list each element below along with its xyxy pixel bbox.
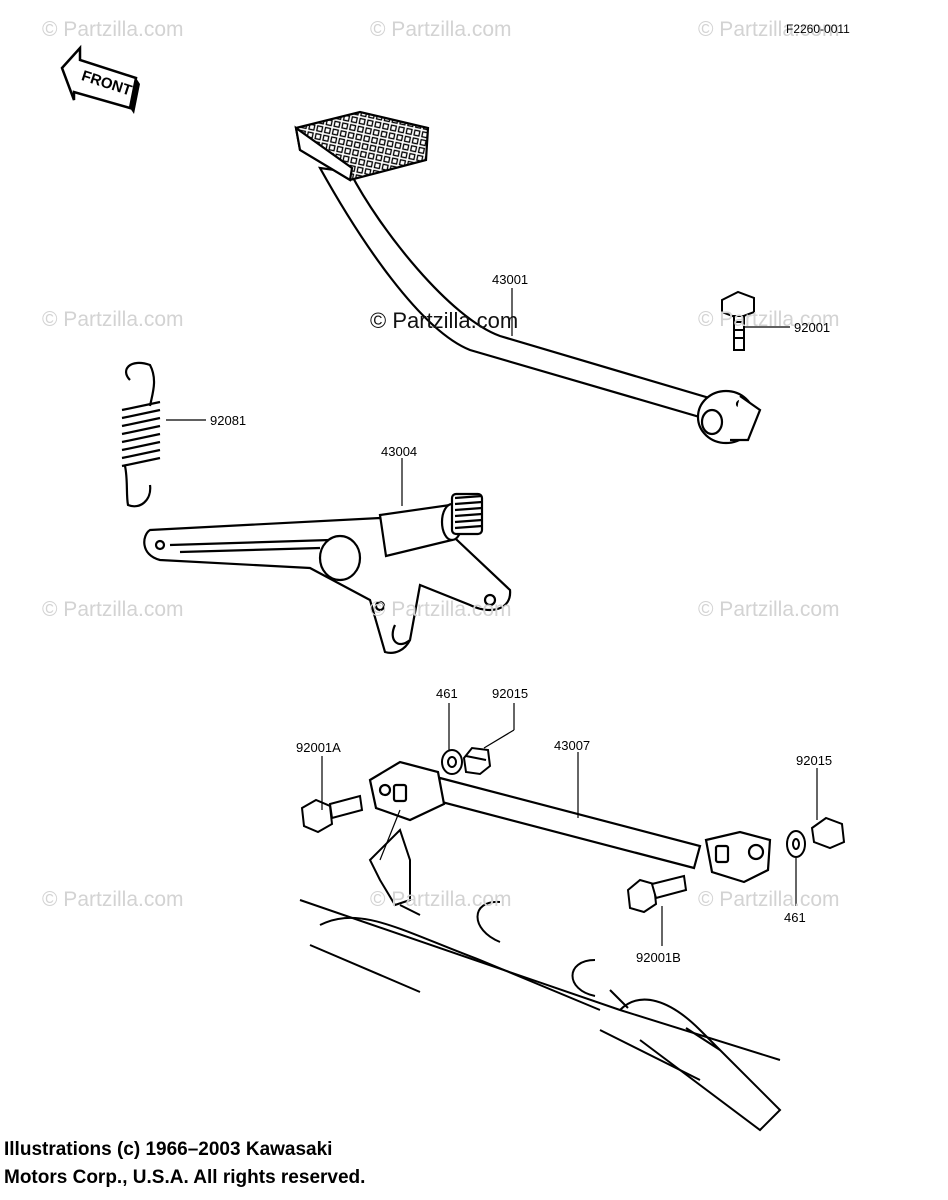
label-461-right[interactable]: 461 — [784, 910, 806, 925]
watermark-row3-right: © Partzilla.com — [698, 598, 840, 621]
watermark-row4-left: © Partzilla.com — [42, 888, 184, 911]
watermark-top-right: © Partzilla.com — [698, 18, 840, 41]
reference-code: F2260-0011 — [786, 22, 850, 36]
copyright-line-2: Motors Corp., U.S.A. All rights reserved… — [4, 1167, 366, 1188]
front-arrow-icon: FRONT — [60, 44, 140, 114]
label-92015-right[interactable]: 92015 — [796, 753, 833, 768]
label-461-left[interactable]: 461 — [436, 686, 458, 701]
watermark-row4-right: © Partzilla.com — [698, 888, 840, 911]
watermark-mid-left: © Partzilla.com — [42, 308, 184, 331]
watermark-center: © Partzilla.com — [370, 308, 519, 333]
copyright-line-1: Illustrations (c) 1966–2003 Kawasaki — [4, 1139, 333, 1160]
watermark-mid-right: © Partzilla.com — [698, 308, 840, 331]
spring-92081 — [121, 361, 161, 508]
leader-lines — [166, 288, 818, 946]
bolt-92001 — [721, 290, 755, 351]
watermark-row4-center: © Partzilla.com — [370, 888, 512, 911]
label-92081[interactable]: 92081 — [210, 413, 247, 428]
watermark-row3-left: © Partzilla.com — [42, 598, 184, 621]
bolt-92001A — [300, 794, 364, 834]
label-43004[interactable]: 43004 — [381, 444, 418, 459]
label-92015-left[interactable]: 92015 — [492, 686, 529, 701]
watermark-top-left: © Partzilla.com — [42, 18, 184, 41]
nut-washer-right — [786, 816, 846, 858]
label-43001[interactable]: 43001 — [492, 272, 529, 287]
label-43007[interactable]: 43007 — [554, 738, 591, 753]
bolt-92001B — [626, 874, 688, 914]
copyright-notice: Illustrations (c) 1966–2003 Kawasaki Mot… — [4, 1136, 365, 1192]
frame-section — [299, 828, 782, 1132]
rod-43007 — [368, 760, 772, 884]
label-92001B[interactable]: 92001B — [636, 950, 681, 965]
bracket-43004 — [143, 492, 512, 654]
watermark-top-center: © Partzilla.com — [370, 18, 512, 41]
label-92001[interactable]: 92001 — [794, 320, 831, 335]
nut-washer-left — [441, 746, 492, 776]
label-92001A[interactable]: 92001A — [296, 740, 341, 755]
brake-pedal-43001 — [294, 110, 762, 445]
watermark-row3-center: © Partzilla.com — [370, 598, 512, 621]
